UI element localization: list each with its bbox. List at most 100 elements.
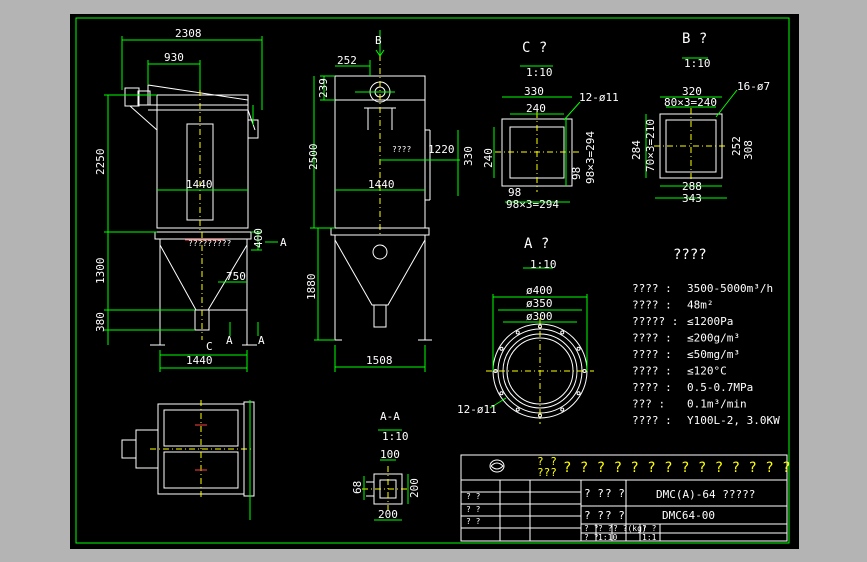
spec-label: ???? :	[632, 381, 672, 394]
view-a-scale: 1:10	[530, 258, 557, 271]
tb-f4: ? ?	[642, 524, 657, 533]
bolt-hole	[515, 330, 520, 335]
spec-value: 3500-5000m³/h	[687, 282, 773, 295]
spec-value: ≤120°C	[687, 365, 727, 378]
dim-1440-bottom: 1440	[186, 354, 213, 367]
view-a-dim-300: ø300	[526, 310, 553, 323]
bolt-hole	[515, 407, 520, 412]
dim-1220: 1220	[428, 143, 455, 156]
bolt-hole	[576, 391, 581, 396]
view-b-dim-308: 308	[742, 140, 755, 160]
view-b-holes: 16-ø7	[737, 80, 770, 93]
spec-label: ???? :	[632, 282, 672, 295]
dim-252: 252	[337, 54, 357, 67]
view-c-dim-330: 330	[524, 85, 544, 98]
drawing-sheet	[70, 14, 799, 549]
tb-r4a: ? ?	[466, 505, 481, 514]
section-aa-drawing	[362, 429, 410, 521]
view-c-holes: 12-ø11	[579, 91, 619, 104]
bolt-hole	[560, 330, 565, 335]
tb-company: ? ? ? ? ? ? ? ? ? ? ? ? ? ?	[563, 460, 791, 476]
tb-drawing-name: DMC(A)-64 ?????	[656, 488, 755, 501]
plan-view	[121, 400, 255, 520]
spec-value: Y100L-2, 3.0KW	[687, 414, 780, 427]
dim-2250: 2250	[94, 149, 107, 176]
bolt-hole	[493, 369, 498, 373]
spec-label: ??? :	[632, 398, 665, 411]
view-c-dim-240: 240	[526, 102, 546, 115]
view-mark-c: C	[206, 340, 213, 353]
spec-label: ???? :	[632, 299, 672, 312]
section-mark-a-3: A	[258, 334, 265, 347]
dim-1440-top: 1440	[186, 178, 213, 191]
tb-f5: 1:10	[598, 533, 617, 542]
section-mark-a-1: A	[280, 236, 287, 249]
view-c-dim-h240: 240	[482, 148, 495, 168]
view-c-drawing	[493, 65, 581, 203]
view-b-dim-70x3: 70×3=210	[644, 119, 657, 172]
view-c-title: C ?	[522, 40, 547, 56]
bolt-hole	[582, 369, 587, 373]
dim-750: 750	[226, 270, 246, 283]
spec-label: ???? :	[632, 348, 672, 361]
view-b-title: B ?	[682, 31, 707, 47]
spec-label: ???? :	[632, 365, 672, 378]
tb-drawing-code: DMC64-00	[662, 509, 715, 522]
view-b-scale: 1:10	[684, 57, 711, 70]
section-aa-dim-68: 68	[351, 481, 364, 494]
view-c-dim-v98x3: 98×3=294	[584, 131, 597, 184]
view-a-drawing	[486, 267, 594, 424]
specs-table: ???? : 3500-5000m³/h ???? : 48m² ????? : ≤120…	[632, 282, 780, 427]
tb-r1a: ? ?	[584, 487, 604, 500]
tb-r5a: ? ?	[466, 517, 481, 526]
view-b-dim-320: 320	[682, 85, 702, 98]
bolt-hole	[499, 391, 504, 396]
spec-value: 0.5-0.7MPa	[687, 381, 753, 394]
dim-2500: 2500	[307, 144, 320, 171]
dim-1300: 1300	[94, 258, 107, 285]
view-b-drawing	[645, 57, 738, 199]
tb-f7: ? ?	[584, 533, 599, 542]
tb-f1: ? ?	[584, 524, 599, 533]
section-mark-a-2: A	[226, 334, 233, 347]
tb-r1b: ? ?	[605, 487, 625, 500]
tb-r2a: ? ?	[584, 509, 604, 522]
section-aa-dim-100: 100	[380, 448, 400, 461]
view-a-dim-350: ø350	[526, 297, 553, 310]
section-aa-scale: 1:10	[382, 430, 409, 443]
section-aa-dim-200h: 200	[378, 508, 398, 521]
view-b-dim-80x3: 80×3=240	[664, 96, 717, 109]
tb-head-1: ? ?	[537, 455, 557, 468]
dim-380: 380	[94, 312, 107, 332]
label-unknown-2: ????	[392, 145, 411, 154]
view-mark-b: B	[375, 34, 382, 47]
bolt-hole	[560, 407, 565, 412]
front-view	[104, 36, 278, 372]
spec-value: 0.1m³/min	[687, 398, 747, 411]
view-c-scale: 1:10	[526, 66, 553, 79]
dim-239: 239	[317, 78, 330, 98]
spec-value: ≤1200Pa	[687, 315, 733, 328]
tb-r3a: ? ?	[466, 492, 481, 501]
spec-label: ????? :	[632, 315, 678, 328]
dim-400: 400	[252, 228, 265, 248]
spec-value: ≤50mg/m³	[687, 348, 740, 361]
spec-label: ???? :	[632, 414, 672, 427]
dim-1508: 1508	[366, 354, 393, 367]
view-b-dim-284: 284	[630, 140, 643, 160]
view-c-dim-98x3: 98×3=294	[506, 198, 559, 211]
title-block	[460, 454, 788, 542]
tb-head-2: ???	[537, 466, 557, 479]
dim-330-side: 330	[462, 146, 475, 166]
spec-label: ???? :	[632, 332, 672, 345]
spec-value: 48m²	[687, 299, 714, 312]
view-b-dim-252: 252	[730, 136, 743, 156]
view-a-title: A ?	[524, 236, 549, 252]
view-c-dim-98: 98	[508, 186, 521, 199]
inner-frame	[75, 17, 790, 544]
dim-1880: 1880	[305, 274, 318, 301]
view-a-dim-400: ø400	[526, 284, 553, 297]
view-b-dim-288: 288	[682, 180, 702, 193]
tb-f2: ? ?	[598, 524, 613, 533]
